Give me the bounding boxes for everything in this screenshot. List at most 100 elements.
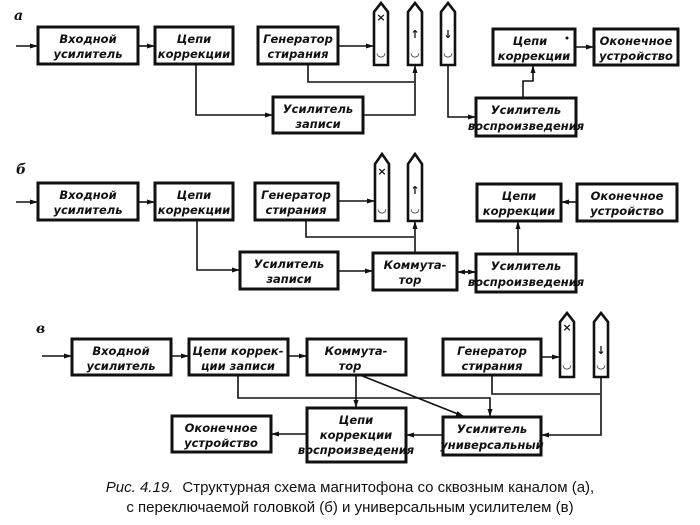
diagram-label-a: а (14, 8, 23, 24)
svg-text:Входной: Входной (59, 188, 116, 202)
svg-text:устройство: устройство (184, 436, 258, 450)
svg-text:Входной: Входной (92, 344, 149, 358)
svg-text:Цепи: Цепи (513, 34, 547, 48)
block-erase-generator: Генератор стирания (441, 337, 543, 377)
svg-text:Цепи коррек-: Цепи коррек- (192, 344, 283, 358)
svg-text:тор: тор (399, 273, 422, 287)
svg-text:устройство: устройство (590, 204, 664, 218)
diagram-c: в Входной усилитель Цепи коррек- ции зап… (36, 310, 610, 464)
svg-text:коррекции: коррекции (158, 47, 230, 61)
block-input-amplifier: Входной усилитель (36, 181, 140, 222)
block-switch: Коммута- тор (371, 251, 459, 292)
svg-text:Оконечное: Оконечное (600, 34, 673, 48)
svg-text:Усилитель: Усилитель (254, 257, 324, 271)
svg-text:записи: записи (265, 272, 311, 286)
block-playback-correction: Цепи коррекции (475, 182, 563, 223)
caption-line-1: Структурная схема магнитофона со сквозны… (182, 479, 594, 496)
svg-text:×: × (562, 321, 571, 334)
diagram-a: а Входной усилитель Цепи коррекции Генер… (14, 0, 680, 138)
svg-text:Цепи: Цепи (177, 188, 211, 202)
svg-text:усилитель: усилитель (53, 203, 122, 217)
svg-text:воспроизведения: воспроизведения (298, 443, 415, 457)
block-playback-correction: Цепи коррекции (491, 27, 577, 67)
playback-head-icon: ↓ ◡ (439, 0, 457, 67)
block-universal-amplifier: Усилитель универсальный (440, 415, 544, 457)
svg-text:↓: ↓ (443, 28, 452, 41)
svg-text:×: × (376, 11, 385, 24)
svg-text:◡: ◡ (444, 46, 453, 59)
svg-text:Генератор: Генератор (457, 344, 527, 358)
erase-head-icon: × ◡ (372, 0, 390, 67)
svg-text:↑: ↑ (410, 184, 419, 197)
block-output-device: Оконечное устройство (592, 27, 680, 67)
svg-text:коррекции: коррекции (158, 203, 230, 217)
svg-text:Усилитель: Усилитель (457, 422, 527, 436)
diagram-label-c: в (36, 321, 45, 337)
universal-head-icon: ↓ ◡ (592, 310, 610, 379)
connections-a (16, 43, 594, 120)
svg-text:Цепи: Цепи (502, 189, 536, 203)
block-input-amplifier: Входной усилитель (70, 337, 173, 377)
svg-text:усилитель: усилитель (53, 47, 122, 61)
block-erase-generator: Генератор стирания (253, 181, 340, 222)
svg-text:стирания: стирания (266, 203, 328, 217)
block-correction: Цепи коррекции (153, 181, 235, 222)
svg-text:Генератор: Генератор (261, 188, 331, 202)
svg-text:Рис. 4.19. Структурная с: Рис. 4.19. Структурная схема магнитофона… (106, 477, 594, 496)
svg-text:тор: тор (339, 359, 362, 373)
svg-text:Оконечное: Оконечное (185, 421, 258, 435)
svg-text:◡: ◡ (563, 358, 572, 371)
erase-head-icon: × ◡ (373, 151, 391, 223)
connections-b (16, 198, 577, 275)
diagram-b: б Входной усилитель Цепи коррекции Генер… (16, 151, 679, 294)
svg-text:◡: ◡ (411, 202, 420, 215)
svg-text:Входной: Входной (59, 32, 116, 46)
universal-head-icon: ↑ ◡ (406, 151, 424, 223)
svg-text:Генератор: Генератор (263, 32, 333, 46)
svg-text:Коммута-: Коммута- (325, 344, 388, 358)
svg-text:Усилитель: Усилитель (283, 102, 353, 116)
svg-text:Коммута-: Коммута- (384, 258, 447, 272)
svg-text:↓: ↓ (596, 344, 605, 357)
svg-text:воспроизведения: воспроизведения (468, 119, 585, 133)
svg-text:Оконечное: Оконечное (591, 189, 664, 203)
svg-text:Цепи: Цепи (177, 32, 211, 46)
block-correction: Цепи коррекции (153, 25, 235, 66)
block-playback-correction: Цепи коррекции воспроизведения (298, 406, 415, 464)
svg-text:ции записи: ции записи (201, 359, 275, 373)
svg-text:устройство: устройство (599, 49, 673, 63)
svg-text:усилитель: усилитель (86, 359, 155, 373)
svg-text:Усилитель: Усилитель (491, 259, 561, 273)
block-playback-amplifier: Усилитель воспроизведения (468, 96, 585, 138)
diagram-label-b: б (16, 162, 26, 178)
svg-text:воспроизведения: воспроизведения (468, 275, 585, 289)
caption-prefix: Рис. 4.19. (106, 479, 174, 496)
svg-text:стирания: стирания (268, 47, 330, 61)
block-playback-amplifier: Усилитель воспроизведения (468, 252, 585, 294)
svg-text:◡: ◡ (597, 358, 606, 371)
svg-text:◡: ◡ (377, 46, 386, 59)
svg-text:универсальный: универсальный (440, 438, 543, 452)
block-switch: Коммута- тор (305, 337, 408, 377)
block-input-amplifier: Входной усилитель (36, 25, 140, 66)
svg-text:↑: ↑ (410, 28, 419, 41)
block-erase-generator: Генератор стирания (256, 25, 340, 66)
svg-text:×: × (377, 165, 386, 178)
block-record-amplifier: Усилитель записи (271, 95, 365, 135)
svg-text:Цепи: Цепи (339, 413, 373, 427)
erase-head-icon: × ◡ (558, 310, 576, 379)
svg-text:Усилитель: Усилитель (491, 103, 561, 117)
block-record-amplifier: Усилитель записи (238, 250, 340, 291)
caption-line-2: с переключаемой головкой (б) и универсал… (126, 499, 573, 516)
svg-text:коррекции: коррекции (483, 204, 555, 218)
svg-text:записи: записи (294, 117, 340, 131)
record-head-icon: ↑ ◡ (406, 0, 424, 67)
block-output-device: Оконечное устройство (170, 414, 273, 454)
figure-caption: Рис. 4.19. Структурная схема магнитофона… (106, 477, 594, 516)
svg-text:◡: ◡ (411, 46, 420, 59)
block-output-device: Оконечное устройство (575, 182, 679, 223)
svg-text:коррекции: коррекции (320, 428, 392, 442)
connections-c (42, 353, 602, 438)
svg-text:◡: ◡ (378, 202, 387, 215)
